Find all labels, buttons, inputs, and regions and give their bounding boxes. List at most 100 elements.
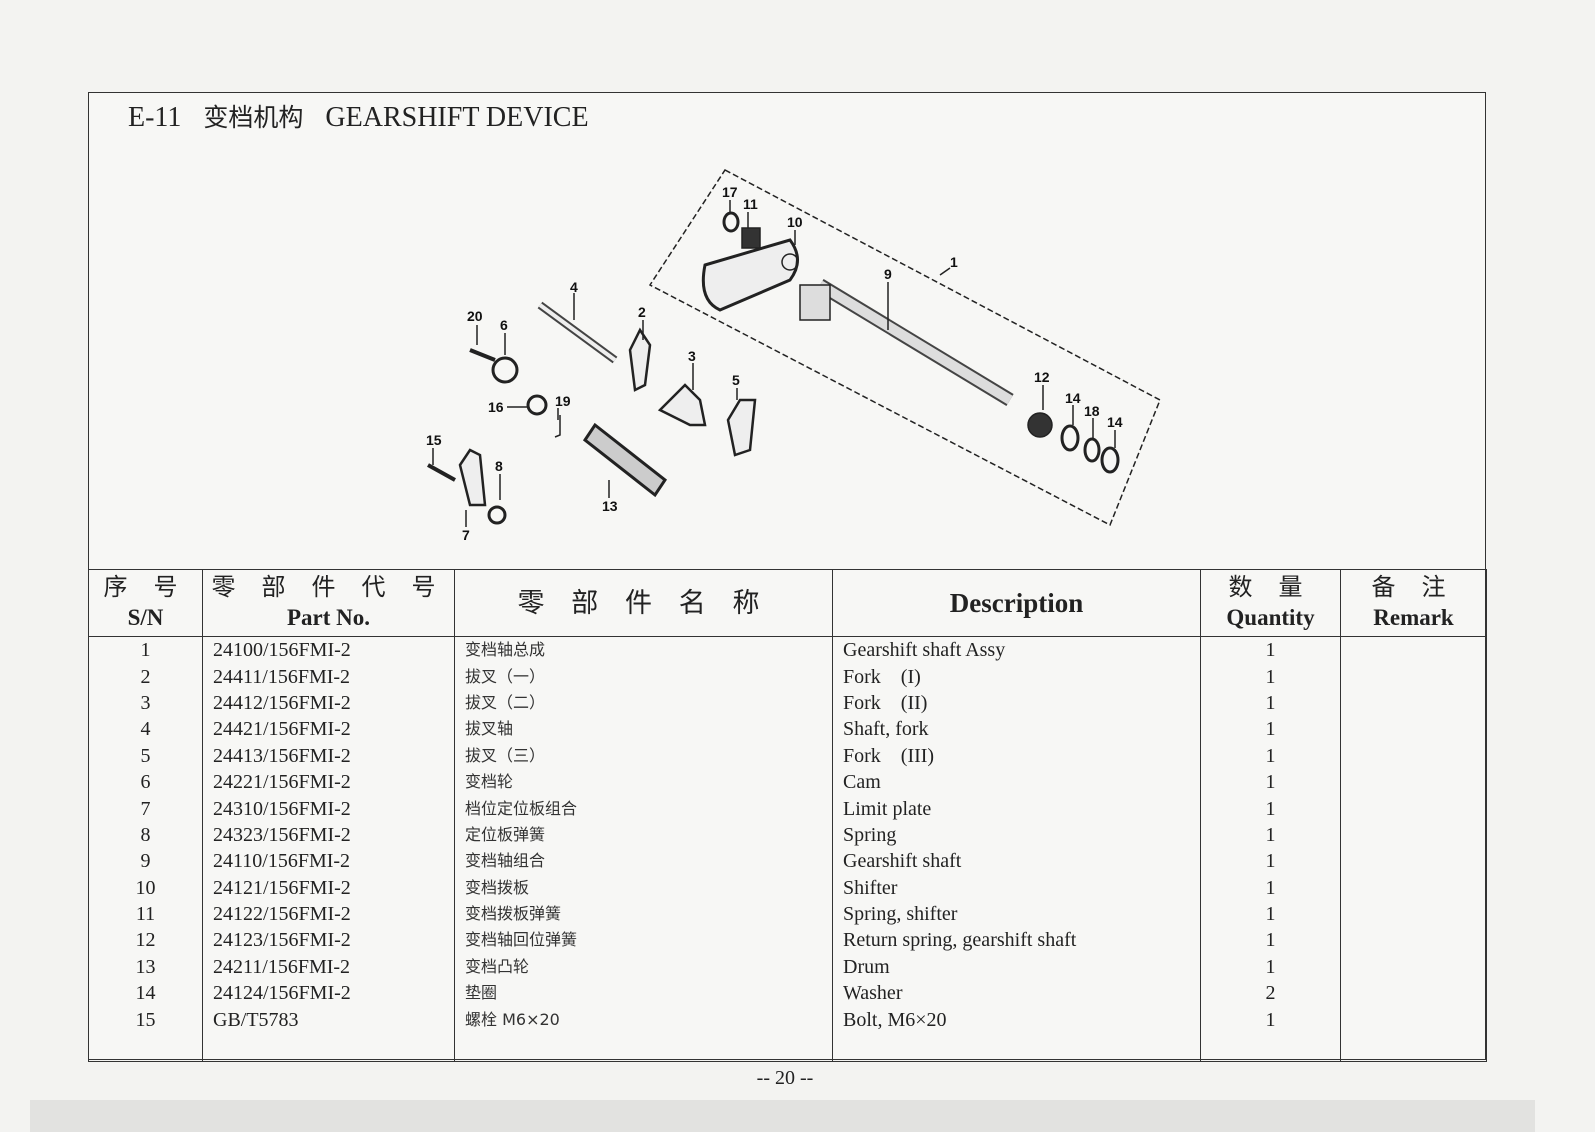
row-sn: 3 — [88, 689, 203, 717]
row-remark — [1340, 636, 1487, 664]
row-name-cn: 变档凸轮 — [454, 953, 833, 981]
row-name-cn: 变档拨板 — [454, 874, 833, 901]
parts-table: 序 号 S/N 零 部 件 代 号 Part No. 零 部 件 名 称 Descr… — [88, 569, 1487, 1062]
part-cn: 零 部 件 代 号 — [211, 575, 446, 601]
row-sn: 4 — [88, 716, 203, 743]
callout: 3 — [688, 348, 696, 364]
row-description: Spring — [832, 821, 1201, 849]
part-en: Part No. — [286, 605, 371, 630]
row-sn: 9 — [88, 848, 203, 875]
row-quantity: 1 — [1200, 848, 1341, 875]
empty-cell — [454, 1032, 833, 1062]
empty-cell — [832, 1032, 1201, 1062]
row-part-no: 24221/156FMI-2 — [202, 768, 455, 796]
row-remark — [1340, 821, 1487, 849]
row-name-cn: 档位定位板组合 — [454, 795, 833, 822]
row-sn: 8 — [88, 821, 203, 849]
row-part-no: 24110/156FMI-2 — [202, 848, 455, 875]
callout: 12 — [1034, 369, 1050, 385]
row-part-no: 24211/156FMI-2 — [202, 953, 455, 981]
row-remark — [1340, 689, 1487, 717]
row-quantity: 2 — [1200, 980, 1341, 1007]
remark-en: Remark — [1373, 605, 1454, 630]
callout: 17 — [722, 184, 738, 200]
callout: 7 — [462, 527, 470, 543]
row-sn: 10 — [88, 874, 203, 901]
row-part-no: 24124/156FMI-2 — [202, 980, 455, 1007]
row-quantity: 1 — [1200, 768, 1341, 796]
row-remark — [1340, 900, 1487, 928]
sn-cn: 序 号 — [103, 575, 188, 601]
row-name-cn: 变档轴组合 — [454, 848, 833, 875]
row-part-no: 24421/156FMI-2 — [202, 716, 455, 743]
shifter-plate — [701, 238, 799, 312]
row-description: Fork (III) — [832, 742, 1201, 769]
row-quantity: 1 — [1200, 900, 1341, 928]
col-description: Description — [832, 569, 1201, 637]
row-name-cn: 定位板弹簧 — [454, 821, 833, 849]
callout: 15 — [426, 432, 442, 448]
row-description: Gearshift shaft Assy — [832, 636, 1201, 664]
row-part-no: 24123/156FMI-2 — [202, 927, 455, 954]
section-code: E-11 — [128, 102, 182, 133]
row-description: Limit plate — [832, 795, 1201, 822]
callout: 16 — [488, 399, 504, 415]
row-sn: 13 — [88, 953, 203, 981]
sn-en: S/N — [127, 605, 164, 630]
callout: 8 — [495, 458, 503, 474]
desc-header: Description — [949, 588, 1084, 618]
row-name-cn: 拔叉轴 — [454, 716, 833, 743]
row-sn: 5 — [88, 742, 203, 769]
row-description: Spring, shifter — [832, 900, 1201, 928]
col-part: 零 部 件 代 号 Part No. — [202, 569, 455, 637]
row-name-cn: 垫圈 — [454, 980, 833, 1007]
empty-cell — [1200, 1032, 1341, 1062]
row-remark — [1340, 742, 1487, 769]
row-remark — [1340, 768, 1487, 796]
table-filler-row — [88, 1032, 1487, 1062]
row-remark — [1340, 874, 1487, 901]
row-sn: 1 — [88, 636, 203, 664]
row-sn: 12 — [88, 927, 203, 954]
row-description: Shaft, fork — [832, 716, 1201, 743]
callout: 13 — [602, 498, 618, 514]
col-remark: 备 注 Remark — [1340, 569, 1487, 637]
row-remark — [1340, 795, 1487, 822]
assembly-outline — [648, 169, 1161, 527]
row-part-no: 24323/156FMI-2 — [202, 821, 455, 849]
name-cn: 零 部 件 名 称 — [517, 588, 770, 618]
row-description: Bolt, M6×20 — [832, 1006, 1201, 1033]
scan-shadow — [30, 1100, 1535, 1132]
row-part-no: 24411/156FMI-2 — [202, 663, 455, 690]
remark-cn: 备 注 — [1371, 575, 1456, 601]
row-quantity: 1 — [1200, 663, 1341, 690]
row-part-no: 24310/156FMI-2 — [202, 795, 455, 822]
qty-en: Quantity — [1226, 605, 1315, 630]
row-description: Washer — [832, 980, 1201, 1007]
row-description: Drum — [832, 953, 1201, 981]
row-quantity: 1 — [1200, 795, 1341, 822]
limit-plate — [458, 448, 487, 507]
row-sn: 11 — [88, 900, 203, 928]
callout: 11 — [743, 196, 758, 212]
row-part-no: 24412/156FMI-2 — [202, 689, 455, 717]
shaft-arm — [799, 284, 831, 321]
drum — [582, 422, 668, 498]
row-part-no: 24121/156FMI-2 — [202, 874, 455, 901]
page-number: -- 20 -- — [756, 1067, 814, 1089]
callout: 5 — [732, 372, 740, 388]
callout: 10 — [787, 214, 803, 230]
callout: 6 — [500, 317, 508, 333]
